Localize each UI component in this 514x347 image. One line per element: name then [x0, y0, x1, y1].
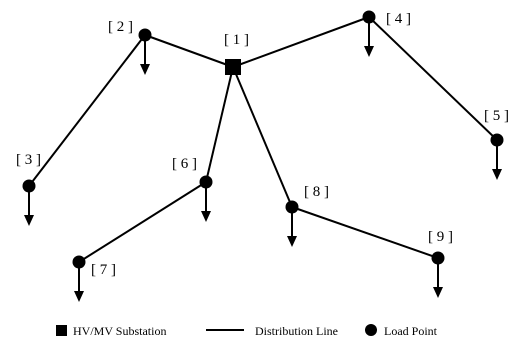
- distribution-line-2-3: [28, 34, 146, 187]
- node-label-8: [ 8 ]: [304, 184, 329, 200]
- down-arrow-icon: [24, 215, 34, 226]
- load-point-dot-3: [22, 179, 36, 193]
- distribution-line-1-4: [232, 16, 370, 68]
- distribution-lines: [28, 16, 498, 263]
- load-point-node-6: [199, 175, 213, 222]
- down-arrow-icon: [287, 236, 297, 247]
- distribution-line-1-6: [205, 66, 234, 183]
- load-point-node-9: [431, 251, 445, 298]
- load-point-node-8: [285, 200, 299, 247]
- node-label-4: [ 4 ]: [386, 11, 411, 27]
- legend-load-point-icon: [365, 324, 377, 336]
- down-arrow-icon: [140, 64, 150, 75]
- load-point-dot-7: [72, 255, 86, 269]
- legend: HV/MV Substation Distribution Line Load …: [56, 324, 438, 338]
- load-point-dot-6: [199, 175, 213, 189]
- load-point-dot-4: [362, 10, 376, 24]
- load-point-node-7: [72, 255, 86, 302]
- down-arrow-icon: [433, 287, 443, 298]
- node-label-3: [ 3 ]: [16, 152, 41, 168]
- load-point-dot-5: [490, 133, 504, 147]
- down-arrow-icon: [364, 46, 374, 57]
- substation-node-1: [225, 59, 241, 75]
- legend-substation-label: HV/MV Substation: [73, 324, 166, 338]
- down-arrow-icon: [74, 291, 84, 302]
- load-point-node-2: [138, 28, 152, 75]
- node-label-7: [ 7 ]: [91, 262, 116, 278]
- load-point-node-5: [490, 133, 504, 180]
- node-label-5: [ 5 ]: [484, 108, 509, 124]
- distribution-line-4-5: [368, 16, 498, 141]
- legend-load-label: Load Point: [384, 324, 438, 338]
- distribution-line-1-8: [232, 66, 293, 208]
- load-point-node-3: [22, 179, 36, 226]
- node-label-2: [ 2 ]: [108, 19, 133, 35]
- down-arrow-icon: [201, 211, 211, 222]
- load-point-dot-2: [138, 28, 152, 42]
- network-nodes: [22, 10, 504, 302]
- legend-substation-icon: [56, 325, 67, 336]
- node-labels: [ 1 ] [ 2 ] [ 3 ] [ 4 ] [ 5 ] [ 6 ] [ 7 ] [ 8 ]…: [16, 11, 509, 278]
- node-label-9: [ 9 ]: [428, 229, 453, 245]
- distribution-line-6-7: [78, 181, 207, 263]
- node-label-1: [ 1 ]: [224, 32, 249, 48]
- load-point-dot-8: [285, 200, 299, 214]
- load-point-dot-9: [431, 251, 445, 265]
- load-point-node-4: [362, 10, 376, 57]
- distribution-line-1-2: [144, 34, 234, 68]
- node-label-6: [ 6 ]: [172, 156, 197, 172]
- down-arrow-icon: [492, 169, 502, 180]
- distribution-line-8-9: [291, 206, 439, 259]
- legend-line-label: Distribution Line: [255, 324, 338, 338]
